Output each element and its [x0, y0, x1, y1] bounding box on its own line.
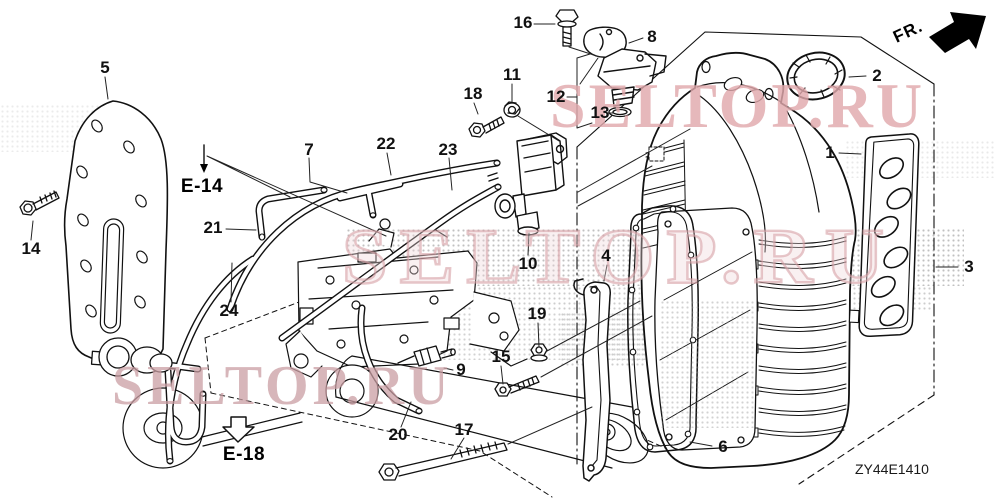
- part-12-map-sensor: [597, 48, 667, 107]
- part-2-oring: [786, 51, 846, 101]
- part-4-stay: [573, 278, 611, 482]
- manifold-lower-ribs: [749, 236, 847, 438]
- part-19-nut: [530, 343, 548, 362]
- vacuum-tubes: [156, 159, 502, 465]
- e14-arrow-icon: [200, 144, 208, 173]
- ref-label-e18: E-18: [222, 444, 266, 465]
- halftone-cover-face: [660, 300, 755, 428]
- diagram-code: ZY44E1410: [855, 461, 929, 477]
- part-14-bolt: [19, 190, 60, 216]
- part-1-gasket: [848, 133, 920, 337]
- enclosure-box: [576, 31, 935, 485]
- part-18-bolt: [468, 116, 505, 138]
- ref-label-e14: E-14: [180, 176, 224, 197]
- part-16-bolt: [555, 9, 579, 47]
- part-11-nut: [503, 101, 521, 118]
- part-3-intake-manifold: [640, 51, 857, 469]
- carburetor-assembly: [122, 218, 528, 469]
- sensor-mount-mark: [648, 146, 665, 162]
- part-15-bolt: [494, 375, 540, 397]
- part-13-oring: [608, 106, 632, 118]
- fr-arrow-icon: [929, 12, 986, 53]
- part-6-gasket: [627, 205, 700, 453]
- leader-lines: [30, 23, 959, 460]
- part-5-mount-plate: [63, 100, 173, 377]
- fuel-joint: [90, 337, 173, 377]
- part-17-bolt: [378, 441, 508, 481]
- part-10-solenoid-valve: [487, 132, 568, 236]
- part-9-check-valve: [397, 345, 456, 367]
- manifold-cover-face: [654, 207, 758, 451]
- e18-arrow-icon: [222, 416, 255, 443]
